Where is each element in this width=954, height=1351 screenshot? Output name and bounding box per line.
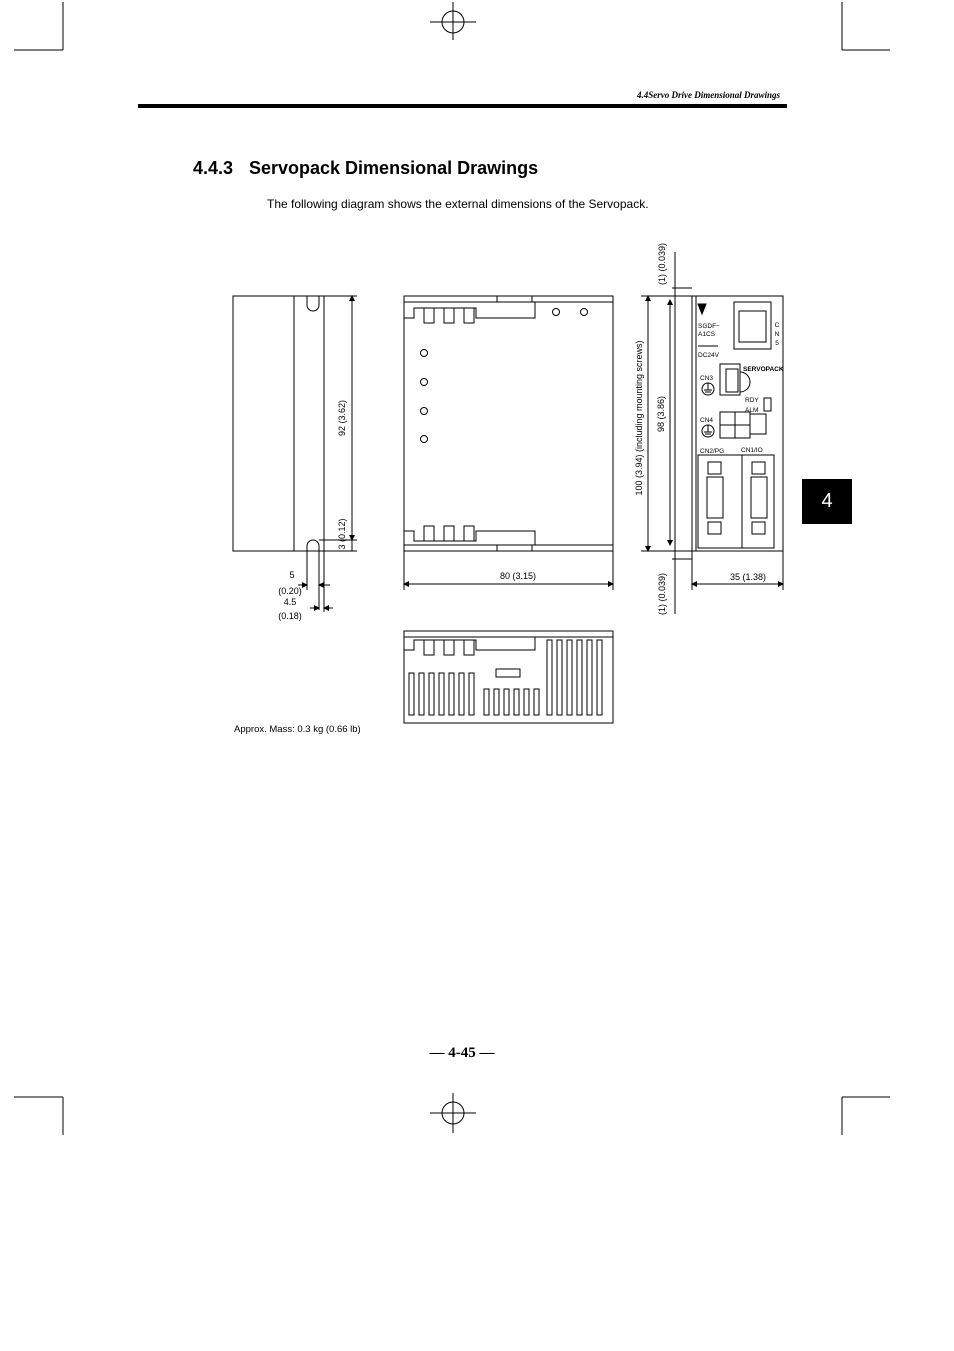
front-servopack-label: SERVOPACK [743,366,784,373]
front-dimension-lines [641,252,784,614]
front-cn2: CN2/PG [700,448,724,455]
front-cn3: CN3 [700,375,713,382]
dim-slot-45-in: (0.18) [278,611,302,621]
bottom-view [403,630,614,724]
dim-slot-3: 3 (0.12) [337,518,347,549]
front-model-line1: SGDF− [698,323,720,330]
dim-slot-5-in: (0.20) [278,586,302,596]
dim-total-100: 100 (3.94) (including mounting screws) [634,340,644,495]
dim-height-92: 92 (3.62) [337,400,347,436]
side-view [232,295,357,612]
front-cn1: CN1/IO [741,447,763,454]
front-voltage: DC24V [698,352,720,359]
dim-bottom-1: (1) (0.039) [657,573,667,615]
approx-mass: Approx. Mass: 0.3 kg (0.66 lb) [234,724,361,735]
front-rdy: RDY [745,397,759,404]
dim-width-35: 35 (1.38) [730,572,766,582]
front-panel-view [691,295,784,552]
dim-slot-5: 5 [289,570,294,580]
section-title-text: Servopack Dimensional Drawings [249,158,539,178]
dim-height-98: 98 (3.86) [656,396,666,432]
front-model-line2: A1CS [698,331,716,338]
middle-view [403,295,614,590]
header-rule [138,104,787,108]
page-number: — 4-45 — [429,1045,495,1061]
front-alm: ALM [745,407,758,414]
running-head: 4.4Servo Drive Dimensional Drawings [636,90,780,100]
front-cn5-5: 5 [775,340,779,347]
front-cn5-n: N [775,331,780,338]
section-title: 4.4.3 Servopack Dimensional Drawings [193,158,538,179]
section-number: 4.4.3 [193,158,234,178]
front-cn5-c: C [775,322,780,329]
chapter-tab: 4 [802,479,852,524]
intro-text: The following diagram shows the external… [267,197,649,211]
dim-slot-45: 4.5 [284,597,297,607]
front-cn4: CN4 [700,417,713,424]
dim-depth-80: 80 (3.15) [500,571,536,581]
dim-top-1: (1) (0.039) [657,243,667,285]
